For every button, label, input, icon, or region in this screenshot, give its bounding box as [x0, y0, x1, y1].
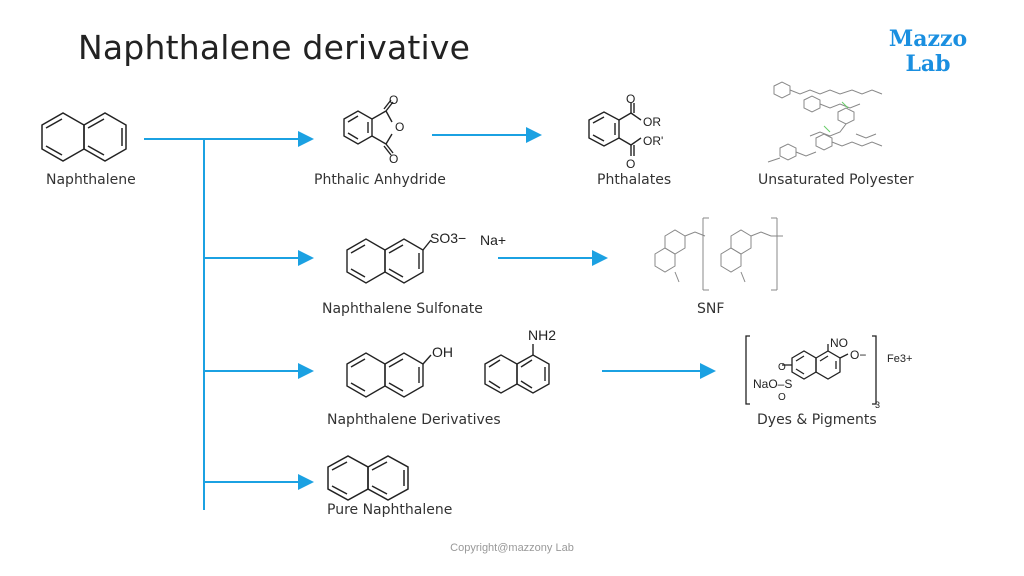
naos-group: NaO–S [753, 377, 793, 391]
naphthol-structure [346, 352, 432, 398]
phthalate-o-bottom: O [626, 157, 636, 171]
snf-structure [654, 217, 783, 291]
phthalate-or-prime: OR' [643, 134, 664, 148]
naphthalene-structure [41, 112, 127, 162]
naphthalene-derivatives-label: Naphthalene Derivatives [327, 412, 501, 428]
mazzo-lab-logo: Mazzo Lab [872, 27, 984, 77]
nh2-group: NH2 [528, 327, 557, 343]
anhydride-o-top: O [389, 93, 399, 107]
sulfonyl-o-top: O [778, 362, 786, 373]
na-counter-ion: Na+ [480, 232, 507, 248]
fe-ion: Fe3+ [887, 353, 913, 365]
phthalate-or: OR [643, 115, 661, 129]
phthalate-o-top: O [626, 92, 636, 106]
anhydride-o-ring: O [395, 120, 405, 134]
page-title: Naphthalene derivative [78, 28, 471, 67]
copyright-footer: Copyright@mazzony Lab [450, 542, 574, 554]
anhydride-o-bottom: O [389, 152, 399, 166]
phthalic-anhydride-label: Phthalic Anhydride [314, 172, 446, 188]
stoichiometry-3: 3 [875, 400, 881, 410]
naphthalene-sulfonate-label: Naphthalene Sulfonate [322, 301, 483, 317]
naphthalene-label: Naphthalene [46, 172, 136, 188]
dye-complex-structure [745, 335, 877, 405]
logo-line-1: Mazzo [888, 26, 968, 52]
oh-group: OH [432, 344, 453, 360]
sulfonyl-o-bottom: O [778, 392, 786, 403]
phthalic-anhydride-structure [343, 99, 394, 156]
unsaturated-polyester-structure [767, 81, 883, 163]
so3-group: SO3− [430, 230, 467, 246]
o-minus-group: O− [850, 348, 867, 362]
pure-naphthalene-label: Pure Naphthalene [327, 502, 453, 518]
pure-naphthalene-structure [327, 455, 409, 501]
phthalates-label: Phthalates [597, 172, 672, 188]
snf-label: SNF [697, 301, 725, 317]
no-group: NO [830, 336, 848, 350]
unsaturated-polyester-label: Unsaturated Polyester [758, 172, 914, 188]
dyes-pigments-label: Dyes & Pigments [757, 412, 877, 428]
naphthylamine-structure [484, 344, 550, 394]
logo-line-2: Lab [905, 51, 951, 77]
phthalates-structure [588, 103, 642, 156]
naphthalene-sulfonate-structure [346, 238, 432, 284]
